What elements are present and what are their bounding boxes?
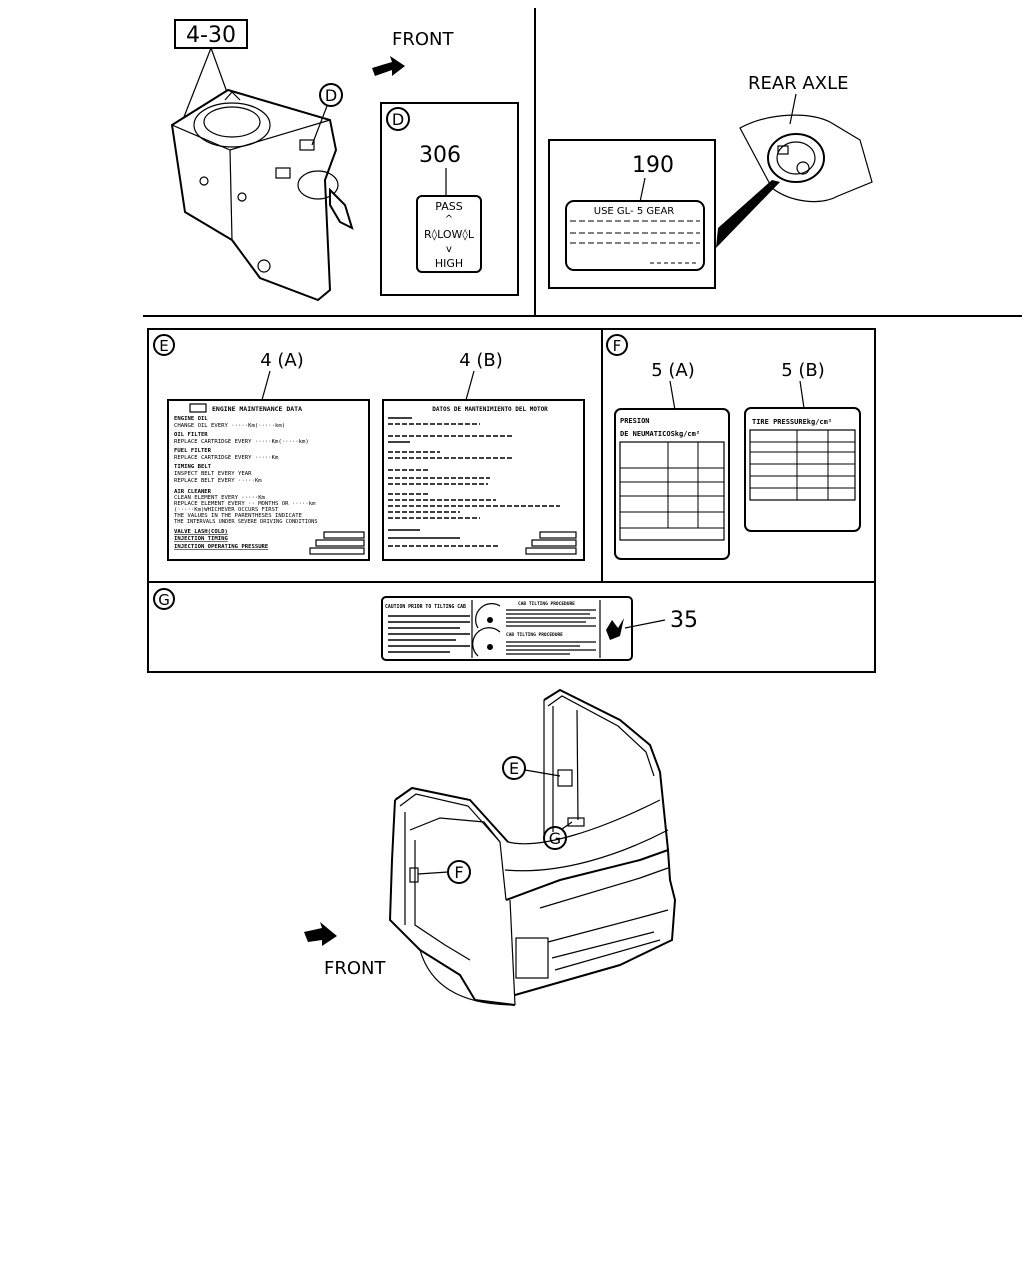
panel-190-frame bbox=[548, 139, 716, 289]
tire-a-title-2: DE NEUMATICOSkg/cm² bbox=[620, 430, 700, 438]
label-4a: 4 (A) bbox=[260, 350, 304, 371]
pointer-wedge bbox=[716, 180, 780, 248]
maint-a-line: CHANGE OIL EVERY ·····Km(·····km) bbox=[174, 423, 285, 429]
front-arrow-top bbox=[372, 56, 405, 76]
bracket-ref-label: 4-30 bbox=[186, 23, 236, 48]
maintenance-label-b[interactable]: DATOS DE MANTENIMIENTO DEL MOTOR bbox=[382, 399, 585, 561]
gear-oil-text: USE GL- 5 GEAR bbox=[594, 206, 675, 217]
cab-callout-f-letter: F bbox=[454, 863, 463, 882]
leader-line bbox=[789, 93, 797, 125]
shift-pattern-label[interactable]: PASS ^ R◊LOW◊L v HIGH bbox=[416, 195, 482, 273]
front-label-bottom: FRONT bbox=[324, 958, 386, 979]
maint-a-line: INJECTION TIMING bbox=[174, 536, 229, 542]
maint-a-line: REPLACE BELT EVERY ·····Km bbox=[174, 478, 262, 484]
shift-high-text: HIGH bbox=[435, 257, 463, 270]
cab-callout-g-letter: G bbox=[549, 829, 561, 848]
tire-pressure-label-b[interactable]: TIRE PRESSUREkg/cm² bbox=[744, 407, 861, 532]
maint-a-line: FUEL FILTER bbox=[174, 448, 212, 454]
leader-line bbox=[669, 380, 676, 411]
panel-d-letter: D bbox=[392, 110, 404, 129]
leader-line bbox=[261, 370, 271, 401]
tire-b-title: TIRE PRESSUREkg/cm² bbox=[752, 418, 832, 426]
leader-line bbox=[639, 177, 646, 203]
truck-cab-drawing bbox=[388, 688, 677, 1006]
maint-a-line: INJECTION OPERATING PRESSURE bbox=[174, 544, 268, 550]
maint-a-line: INSPECT BELT EVERY YEAR bbox=[174, 471, 252, 477]
panel-f-letter: F bbox=[613, 337, 622, 355]
maint-a-line: OIL FILTER bbox=[174, 432, 208, 438]
shift-down-caret: v bbox=[446, 244, 452, 255]
maint-a-line: REPLACE ELEMENT EVERY ·· MONTHS OR ·····… bbox=[174, 501, 316, 507]
part-number-306: 306 bbox=[419, 143, 461, 168]
panel-d-circle: D bbox=[386, 107, 410, 131]
bracket-ref-box[interactable]: 4-30 bbox=[174, 19, 248, 49]
leader-line bbox=[465, 370, 475, 401]
cab-callout-g[interactable]: G bbox=[543, 826, 567, 850]
callout-d-letter: D bbox=[325, 86, 337, 105]
tire-a-title-1: PRESION bbox=[620, 417, 650, 425]
maint-a-line: ENGINE OIL bbox=[174, 416, 208, 422]
maint-a-title: ENGINE MAINTENANCE DATA bbox=[212, 405, 302, 413]
cab-procedure-title-1: CAB TILTING PROCEDURE bbox=[518, 601, 575, 607]
panel-f-circle: F bbox=[606, 334, 628, 356]
shift-middle-text: R◊LOW◊L bbox=[424, 228, 475, 241]
rear-axle-label: REAR AXLE bbox=[748, 73, 848, 94]
panel-g-letter: G bbox=[158, 591, 170, 609]
callout-d-top[interactable]: D bbox=[319, 83, 343, 107]
leader-line bbox=[311, 105, 328, 146]
cab-tilt-caution-label[interactable]: CAUTION PRIOR TO TILTING CAB CAB TILTING… bbox=[381, 596, 633, 661]
leader-line bbox=[561, 821, 573, 830]
panel-d-frame bbox=[380, 102, 519, 296]
leader-line bbox=[181, 47, 212, 123]
label-5a: 5 (A) bbox=[651, 360, 695, 381]
rear-axle-drawing bbox=[739, 114, 873, 203]
maint-a-line: AIR CLEANER bbox=[174, 489, 212, 495]
cab-procedure-title-2: CAB TILTING PROCEDURE bbox=[506, 632, 563, 638]
shift-up-caret: ^ bbox=[445, 214, 453, 225]
leader-line bbox=[417, 871, 449, 875]
leader-line bbox=[624, 619, 666, 629]
tire-pressure-label-a[interactable]: PRESION DE NEUMATICOSkg/cm² bbox=[614, 408, 730, 560]
maint-a-line: (·····Km)WHICHEVER OCCURS FIRST bbox=[174, 507, 279, 513]
maintenance-label-a[interactable]: ENGINE MAINTENANCE DATA ENGINE OIL CHANG… bbox=[167, 399, 370, 561]
leader-line bbox=[799, 380, 805, 409]
panel-f-frame bbox=[601, 328, 876, 583]
panel-e-circle: E bbox=[153, 334, 175, 356]
front-arrow-bottom bbox=[304, 922, 337, 946]
part-number-35: 35 bbox=[670, 608, 698, 633]
cab-callout-e[interactable]: E bbox=[502, 756, 526, 780]
label-5b: 5 (B) bbox=[781, 360, 825, 381]
front-label-top: FRONT bbox=[392, 29, 454, 50]
maint-a-line: TIMING BELT bbox=[174, 464, 212, 470]
maint-a-line: THE INTERVALS UNDER SEVERE DRIVING CONDI… bbox=[174, 519, 318, 525]
panel-g-circle: G bbox=[153, 588, 175, 610]
label-4b: 4 (B) bbox=[459, 350, 503, 371]
panel-e-letter: E bbox=[159, 337, 168, 355]
shift-pass-text: PASS bbox=[435, 200, 462, 213]
panel-g-frame bbox=[147, 581, 876, 673]
maint-b-title: DATOS DE MANTENIMIENTO DEL MOTOR bbox=[432, 406, 548, 413]
maint-a-line: CLEAN ELEMENT EVERY ·····Km bbox=[174, 495, 266, 501]
leader-line bbox=[210, 47, 229, 96]
leader-line bbox=[524, 769, 561, 777]
bracket-drawing bbox=[170, 88, 354, 302]
cab-caution-title: CAUTION PRIOR TO TILTING CAB bbox=[385, 604, 466, 610]
maint-a-line: REPLACE CARTRIDGE EVERY ·····Km bbox=[174, 455, 279, 461]
gear-oil-label[interactable]: USE GL- 5 GEAR bbox=[565, 200, 705, 271]
cab-callout-f[interactable]: F bbox=[447, 860, 471, 884]
part-number-190: 190 bbox=[632, 153, 674, 178]
maint-a-line: REPLACE CARTRIDGE EVERY ·····Km(·····km) bbox=[174, 439, 309, 445]
maint-a-line: THE VALUES IN THE PARENTHESES INDICATE bbox=[174, 513, 303, 519]
maint-a-line: VALVE LASH(COLD) bbox=[174, 529, 228, 535]
cab-callout-e-letter: E bbox=[509, 759, 519, 778]
